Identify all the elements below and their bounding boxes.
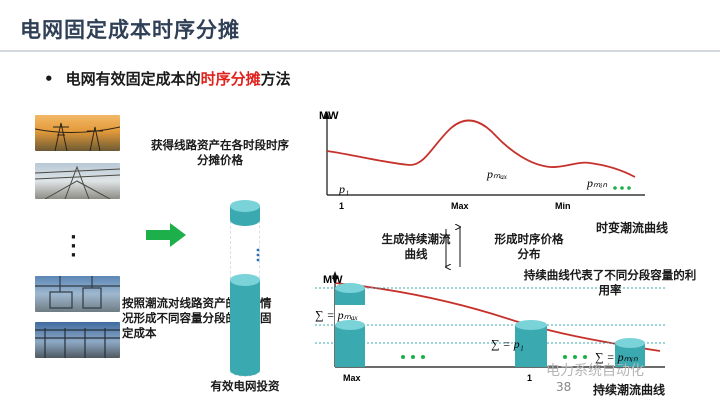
bottom-tick-1: 1 <box>527 373 532 383</box>
time-varying-flow-chart: MW p₁ pₘₐₓ pₘᵢₙ 1 Max Min <box>319 110 645 211</box>
bullet-suffix: 方法 <box>260 70 291 88</box>
top-tick-max: Max <box>451 201 469 211</box>
bullet-heading: • 电网有效固定成本的时序分摊方法 <box>44 68 291 89</box>
charts-area: MW p₁ pₘₐₓ pₘᵢₙ 1 Max Min <box>315 110 665 383</box>
label-p1: p₁ <box>338 182 349 196</box>
duration-note-text: 持续曲线代表了不同分段容量的利用率 <box>523 268 697 297</box>
form-duration-text: 生成持续潮流曲线 <box>381 232 451 261</box>
bottom-y-arrow-icon <box>332 271 338 279</box>
cylinder-segment-3 <box>615 338 645 367</box>
substation-photo-icon <box>35 276 120 312</box>
power-tower-photo-icon <box>35 115 120 151</box>
title-divider <box>0 50 720 52</box>
bullet-dot-icon: • <box>44 70 54 88</box>
label-pmax: pₘₐₓ <box>486 167 507 181</box>
watermark-text: 电力系统自动化 <box>546 363 644 379</box>
sum-pmax-label: ∑ = pₘₐₓ <box>315 308 358 322</box>
bottom-tick-max: Max <box>343 373 361 383</box>
top-y-label: MW <box>319 110 339 122</box>
investment-label: 有效电网投资 <box>210 379 280 393</box>
cylinder-segment-1 <box>335 283 365 367</box>
vertical-ellipsis-icon: ··· <box>70 227 77 266</box>
transmission-line-photo-icon <box>35 163 120 199</box>
top-y-arrow-icon <box>324 111 330 119</box>
duration-curve-line <box>334 282 661 352</box>
investment-cylinder-icon <box>230 200 260 377</box>
time-varying-caption: 时变潮流曲线 <box>596 221 669 235</box>
sum-p1-label: ∑ = p₁ <box>491 337 524 351</box>
slide-title: 电网固定成本时序分摊 <box>20 18 240 42</box>
top-tick-min: Min <box>555 201 571 211</box>
duration-flow-chart: MW ∑ = pₘₐₓ ∑ = p₁ ∑ = pₘᵢₙ Max 1 <box>315 271 665 383</box>
segment-price-text: 获得线路资产在各时段时序分摊价格 <box>151 138 289 167</box>
flow-curve-line <box>326 119 636 178</box>
cylinder-segment-2 <box>515 320 547 367</box>
switchyard-photo-icon <box>35 322 120 358</box>
bullet-highlight: 时序分摊 <box>200 70 261 88</box>
bullet-prefix: 电网有效固定成本的 <box>65 70 201 88</box>
bottom-y-label: MW <box>323 274 343 286</box>
form-price-text: 形成时序价格分布 <box>494 232 564 261</box>
label-pmin: pₘᵢₙ <box>586 176 607 190</box>
top-tick-1: 1 <box>339 201 344 211</box>
green-arrow-icon <box>146 223 186 247</box>
page-number: 38 <box>556 380 572 394</box>
sum-pmin-label: ∑ = pₘᵢₙ <box>595 350 638 364</box>
duration-caption: 持续潮流曲线 <box>593 383 666 397</box>
